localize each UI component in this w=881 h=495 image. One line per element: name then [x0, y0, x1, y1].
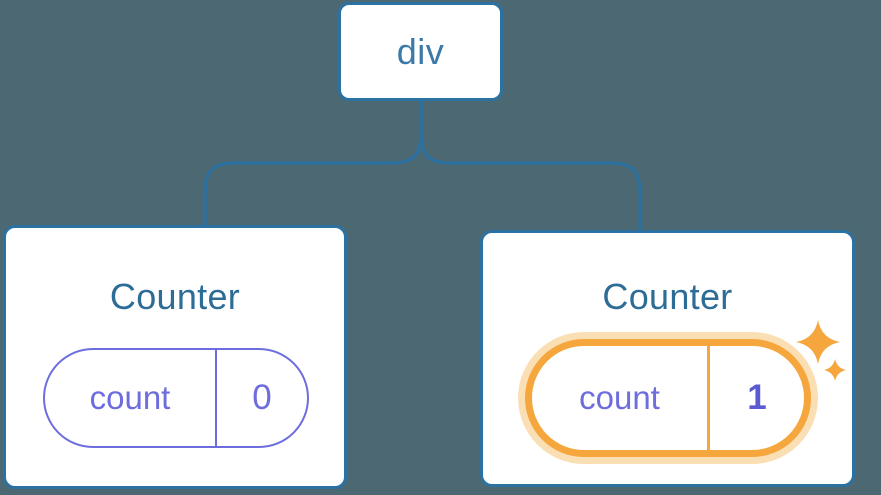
state-value-label: 1	[747, 378, 767, 417]
counter-card-right: Counter count 1	[480, 230, 855, 487]
state-value-label: 0	[252, 378, 272, 417]
counter-card-right-title: Counter	[602, 276, 733, 317]
state-pill-left: count 0	[43, 348, 309, 448]
connector-left-branch	[203, 101, 423, 225]
state-key-segment: count	[45, 350, 215, 446]
counter-card-left: Counter count 0	[3, 225, 347, 489]
counter-card-left-title: Counter	[109, 276, 241, 317]
sparkle-large-icon	[796, 320, 840, 364]
state-value-segment: 1	[707, 346, 804, 450]
state-key-label: count	[579, 379, 660, 416]
root-node-label: div	[396, 30, 445, 72]
state-value-segment: 0	[215, 350, 307, 446]
state-key-segment: count	[532, 346, 707, 450]
sparkle-small-icon	[824, 359, 846, 381]
connector-right-branch	[419, 101, 642, 230]
root-node-div: div	[338, 2, 503, 101]
state-pill-right-highlighted: count 1	[525, 339, 811, 457]
state-key-label: count	[89, 379, 171, 416]
sparkle-icon	[796, 320, 846, 381]
